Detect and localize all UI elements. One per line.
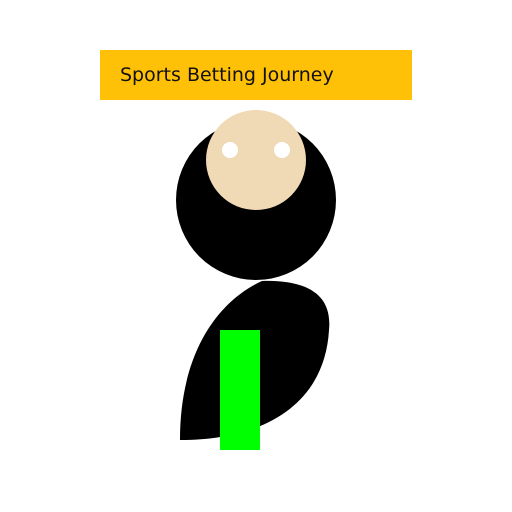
green-bar (220, 330, 260, 450)
face (206, 110, 306, 210)
page-title: Sports Betting Journey (120, 64, 334, 86)
title-banner: Sports Betting Journey (100, 50, 412, 100)
body-shape (180, 280, 330, 440)
left-eye (222, 142, 238, 158)
right-eye (274, 142, 290, 158)
head-outline (176, 120, 336, 280)
